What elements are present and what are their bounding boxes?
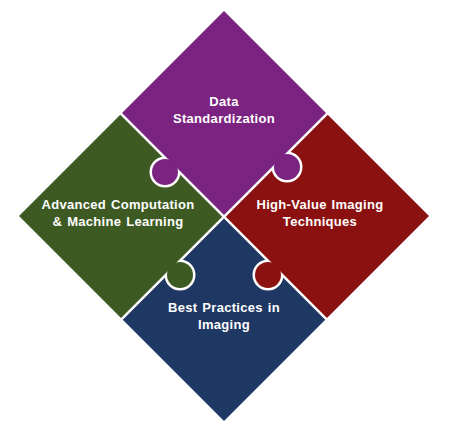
- piece-knob: [167, 262, 193, 288]
- piece-knob: [167, 262, 193, 288]
- piece-label: Best Practices in Imaging: [168, 299, 280, 333]
- piece-fill: [122, 217, 326, 421]
- piece-knob: [274, 154, 300, 180]
- piece-outline: [122, 217, 326, 421]
- piece-label: Advanced Computation & Machine Learning: [36, 196, 201, 230]
- puzzle-piece: Data Standardization: [121, 10, 327, 216]
- piece-knob: [152, 159, 178, 185]
- piece-label: Data Standardization: [168, 93, 280, 127]
- piece-body: [122, 217, 326, 421]
- piece-knob: [274, 154, 300, 180]
- piece-knob: [255, 262, 281, 288]
- piece-knob: [255, 262, 281, 288]
- piece-label: High-Value Imaging Techniques: [245, 196, 395, 230]
- piece-body: [122, 217, 326, 421]
- piece-knob: [152, 159, 178, 185]
